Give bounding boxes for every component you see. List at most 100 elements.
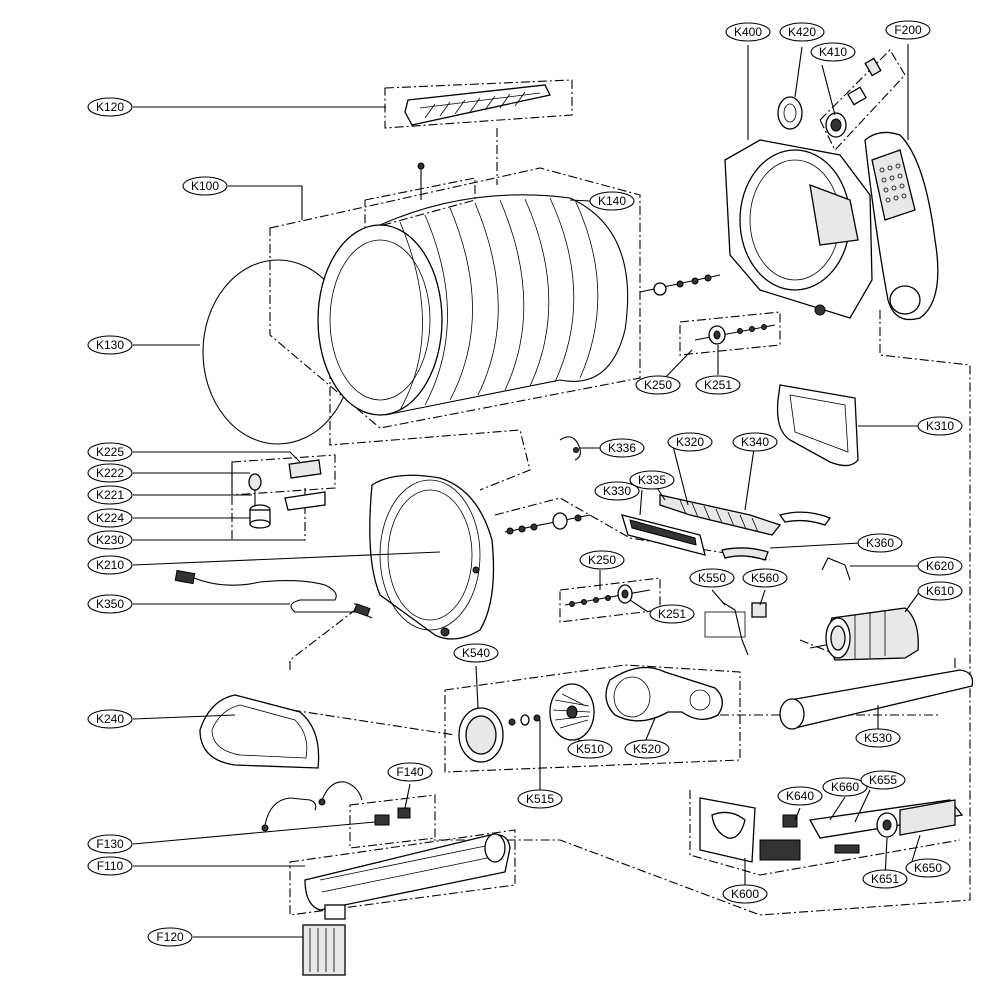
callout-text: K350	[96, 597, 124, 611]
callout-text: K100	[191, 179, 219, 193]
callout-oval	[689, 568, 735, 588]
callout-k650: K650	[905, 858, 951, 878]
callout-text: K240	[96, 712, 124, 726]
callout-oval	[860, 770, 906, 790]
k120-part	[404, 84, 551, 126]
callout-oval	[87, 463, 133, 483]
callout-k310: K310	[917, 416, 963, 436]
callout-k222: K222	[87, 463, 133, 483]
callout-k655: K655	[860, 770, 906, 790]
callout-f200: F200	[885, 20, 931, 40]
callout-oval	[87, 97, 133, 117]
callout-oval	[147, 927, 193, 947]
k320-part	[659, 494, 782, 536]
k310-part	[776, 384, 859, 467]
callout-text: K600	[731, 887, 759, 901]
screw-part	[417, 162, 425, 200]
callout-text: K660	[831, 780, 859, 794]
callout-oval	[649, 604, 695, 624]
callout-oval	[722, 884, 768, 904]
callout-text: K610	[926, 584, 954, 598]
callout-oval	[87, 834, 133, 854]
callout-text: K250	[644, 378, 672, 392]
callout-oval	[567, 739, 613, 759]
callout-oval	[695, 375, 741, 395]
callout-text: K550	[698, 571, 726, 585]
callout-text: K330	[603, 484, 631, 498]
callout-k250a: K250	[635, 375, 681, 395]
k560-part	[751, 602, 767, 618]
callout-oval	[822, 777, 868, 797]
k140-drum	[317, 194, 629, 416]
callout-oval	[87, 442, 133, 462]
callout-oval	[453, 643, 499, 663]
bulkhead-shaft-part	[504, 512, 591, 535]
callout-k640: K640	[777, 786, 823, 806]
callout-oval	[589, 191, 635, 211]
k600-part	[699, 797, 756, 863]
callout-oval	[624, 739, 670, 759]
callout-text: K225	[96, 445, 124, 459]
callout-k410: K410	[810, 42, 856, 62]
callout-text: K520	[633, 742, 661, 756]
callout-text: K360	[866, 536, 894, 550]
callout-oval	[917, 556, 963, 576]
k515-part	[508, 714, 541, 726]
callout-k225: K225	[87, 442, 133, 462]
callout-oval	[777, 786, 823, 806]
callout-k336: K336	[599, 438, 645, 458]
callout-oval	[87, 335, 133, 355]
callout-text: K655	[869, 773, 897, 787]
callout-k240: K240	[87, 709, 133, 729]
callout-oval	[87, 555, 133, 575]
callout-text: K251	[704, 378, 732, 392]
k210-part	[369, 474, 495, 640]
callout-text: K140	[598, 194, 626, 208]
callout-oval	[885, 20, 931, 40]
callout-text: K515	[526, 792, 554, 806]
f110-part	[304, 833, 511, 911]
callout-text: K340	[741, 435, 769, 449]
callout-k540: K540	[453, 643, 499, 663]
callout-k210: K210	[87, 555, 133, 575]
callout-k140: K140	[589, 191, 635, 211]
callout-oval	[857, 533, 903, 553]
callout-text: K410	[819, 45, 847, 59]
callout-oval	[635, 375, 681, 395]
callout-f140: F140	[387, 762, 433, 782]
callout-text: K651	[871, 872, 899, 886]
f140-part	[374, 807, 411, 826]
callout-oval	[517, 789, 563, 809]
f200-part	[864, 131, 939, 321]
callout-k250b: K250	[579, 550, 625, 570]
k420-part	[777, 96, 803, 130]
callout-oval	[87, 709, 133, 729]
callout-k100: K100	[182, 176, 228, 196]
k550-part	[704, 601, 749, 656]
k240-part	[199, 694, 320, 769]
callout-k251a: K251	[695, 375, 741, 395]
callout-k550: K550	[689, 568, 735, 588]
callout-oval	[87, 485, 133, 505]
callout-k560: K560	[742, 568, 788, 588]
callout-oval	[667, 432, 713, 452]
callout-oval	[862, 869, 908, 889]
callout-oval	[855, 728, 901, 748]
callout-k510: K510	[567, 739, 613, 759]
callout-k660: K660	[822, 777, 868, 797]
k410-part	[819, 49, 906, 151]
callout-text: K230	[96, 533, 124, 547]
k610-part	[809, 607, 919, 661]
callout-oval	[599, 438, 645, 458]
callout-k515: K515	[517, 789, 563, 809]
k400-part	[724, 139, 873, 319]
sensor-group-part	[248, 459, 326, 529]
callout-k651: K651	[862, 869, 908, 889]
k510-part	[549, 683, 595, 741]
callout-k120: K120	[87, 97, 133, 117]
callout-f130: F130	[87, 834, 133, 854]
callout-k251b: K251	[649, 604, 695, 624]
callout-k335: K335	[629, 470, 675, 490]
